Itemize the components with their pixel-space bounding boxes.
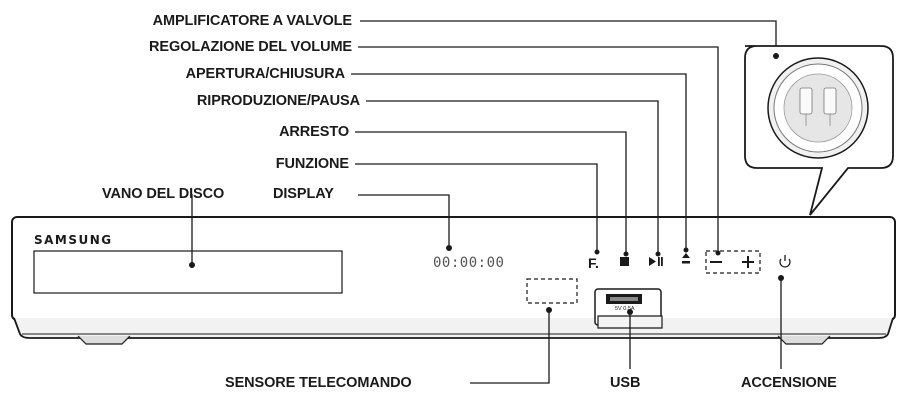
tube-amplifier-callout (745, 46, 893, 215)
volume-pointer-dot (716, 251, 721, 256)
label-open-close: APERTURA/CHIUSURA (87, 66, 345, 82)
label-function: FUNZIONE (87, 156, 349, 172)
brand-logo: SAMSUNG (34, 233, 113, 247)
label-usb: USB (610, 375, 640, 391)
eject-pointer-dot (684, 248, 689, 253)
function-button: F. (588, 255, 599, 271)
stop-pointer-dot (624, 252, 629, 257)
label-play-pause: RIPRODUZIONE/PAUSA (87, 93, 360, 109)
usb-rating: 5V 0.5A (615, 306, 635, 312)
disc-tray (34, 251, 342, 293)
label-display: DISPLAY (273, 186, 334, 202)
function-pointer-dot (595, 250, 600, 255)
label-stop: ARRESTO (87, 124, 349, 140)
label-disc-tray: VANO DEL DISCO (102, 186, 224, 202)
label-tube-amplifier: AMPLIFICATORE A VALVOLE (87, 13, 352, 29)
display-pointer-dot (446, 245, 452, 251)
play-pointer-dot (656, 252, 661, 257)
label-power: ACCENSIONE (741, 375, 837, 391)
stop-button (620, 257, 629, 266)
label-volume-control: REGOLAZIONE DEL VOLUME (87, 39, 352, 55)
display-readout: 00:00:00 (433, 255, 504, 271)
label-remote-sensor: SENSORE TELECOMANDO (225, 375, 412, 391)
